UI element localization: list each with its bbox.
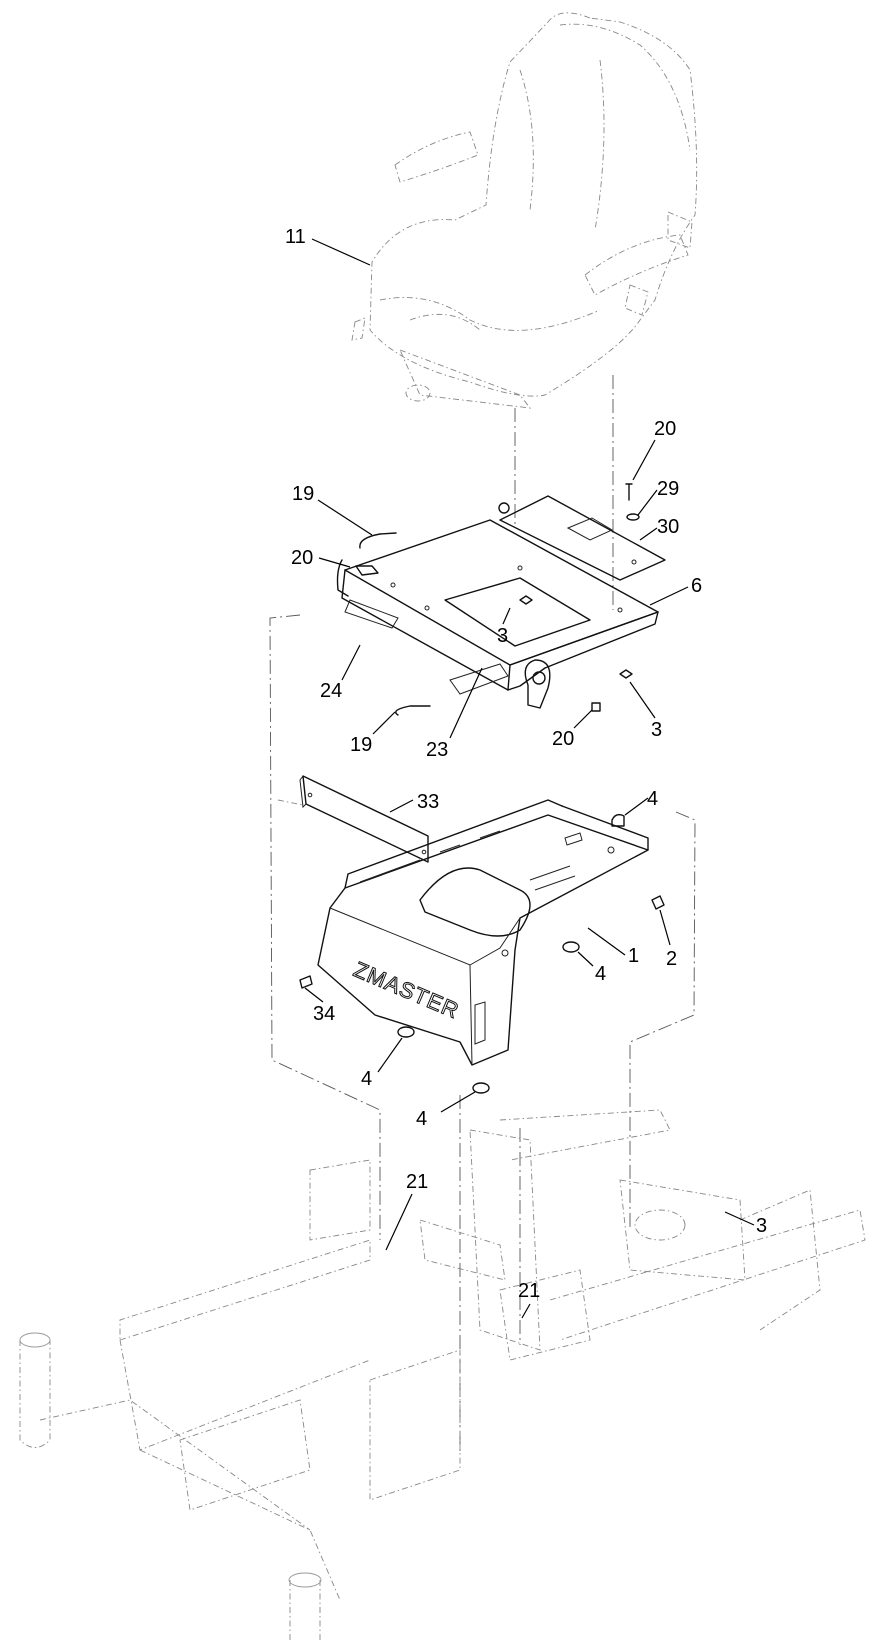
callout-6: 6 [691, 575, 702, 597]
callout-19-bottom: 19 [350, 734, 372, 756]
callout-3-frame: 3 [756, 1215, 767, 1237]
callout-4-mid: 4 [595, 963, 606, 985]
callout-23: 23 [426, 739, 448, 761]
seat-mount-plate-part [336, 519, 659, 709]
callout-3-plate: 3 [497, 625, 508, 647]
callout-1: 1 [628, 945, 639, 967]
callout-4-left: 4 [361, 1068, 372, 1090]
leader-lines [304, 238, 755, 1319]
mower-frame-ghost [19, 1109, 866, 1642]
callout-4-bottom: 4 [416, 1108, 427, 1130]
callout-30: 30 [657, 516, 679, 538]
callout-3-right: 3 [651, 719, 662, 741]
callout-20-top: 20 [654, 418, 676, 440]
callout-24: 24 [320, 680, 342, 702]
callout-11: 11 [285, 226, 306, 248]
hardware-plate-group [355, 483, 640, 716]
callout-19-top: 19 [292, 483, 314, 505]
logo-text: ZMASTER [350, 957, 463, 1024]
seat-part [351, 12, 698, 409]
callout-4-top: 4 [647, 788, 658, 810]
callout-20-left: 20 [291, 547, 313, 569]
callout-20-bottom: 20 [552, 728, 574, 750]
console-part: ZMASTER [317, 799, 649, 1066]
callout-33: 33 [417, 791, 439, 813]
callout-21-bottom: 21 [518, 1280, 540, 1302]
callout-2: 2 [666, 948, 677, 970]
callout-21-top: 21 [406, 1171, 428, 1193]
callout-29: 29 [657, 478, 679, 500]
plate-30-part [498, 495, 666, 581]
callout-34: 34 [313, 1003, 335, 1025]
console-hardware-group [299, 813, 665, 1094]
plate-33-part [277, 775, 429, 863]
